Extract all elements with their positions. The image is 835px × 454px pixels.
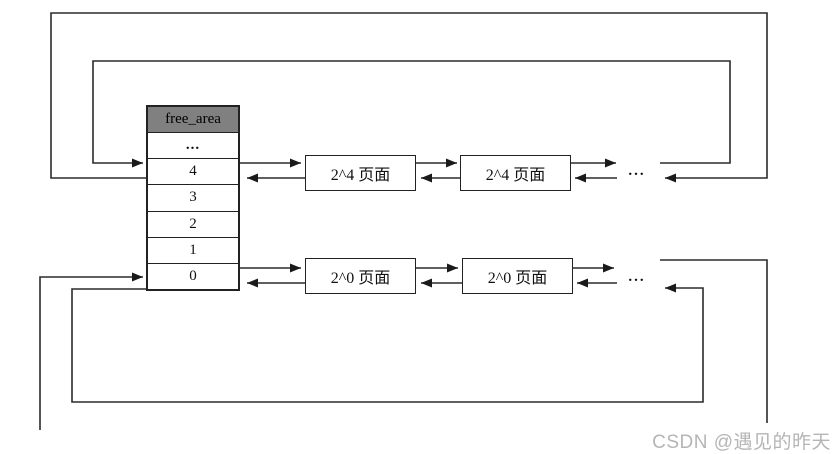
csdn-watermark: CSDN @遇见的昨天: [652, 432, 831, 453]
page-block-row0-first: 2^0 页面: [305, 258, 416, 294]
free-area-table: free_area ... 4 3 2 1 0: [146, 105, 240, 291]
free-area-row-3: 3: [148, 184, 238, 210]
wrap-next-line-row0-left: [39, 272, 143, 430]
free-area-row-ellipsis: ...: [148, 132, 238, 158]
free-area-row-0: 0: [148, 262, 238, 289]
ellipsis-row0: ...: [628, 269, 646, 285]
wrap-prev-loop-row0: [71, 283, 704, 403]
free-area-row-2: 2: [148, 210, 238, 237]
free-area-header: free_area: [148, 107, 238, 133]
page-block-row0-second: 2^0 页面: [462, 258, 573, 294]
free-area-row-1: 1: [148, 236, 238, 263]
page-block-row4-second: 2^4 页面: [460, 155, 571, 191]
ellipsis-row4: ...: [628, 163, 646, 179]
page-block-row4-first: 2^4 页面: [305, 155, 416, 191]
wrap-next-line-row0-right: [660, 259, 768, 423]
free-area-row-4: 4: [148, 158, 238, 184]
